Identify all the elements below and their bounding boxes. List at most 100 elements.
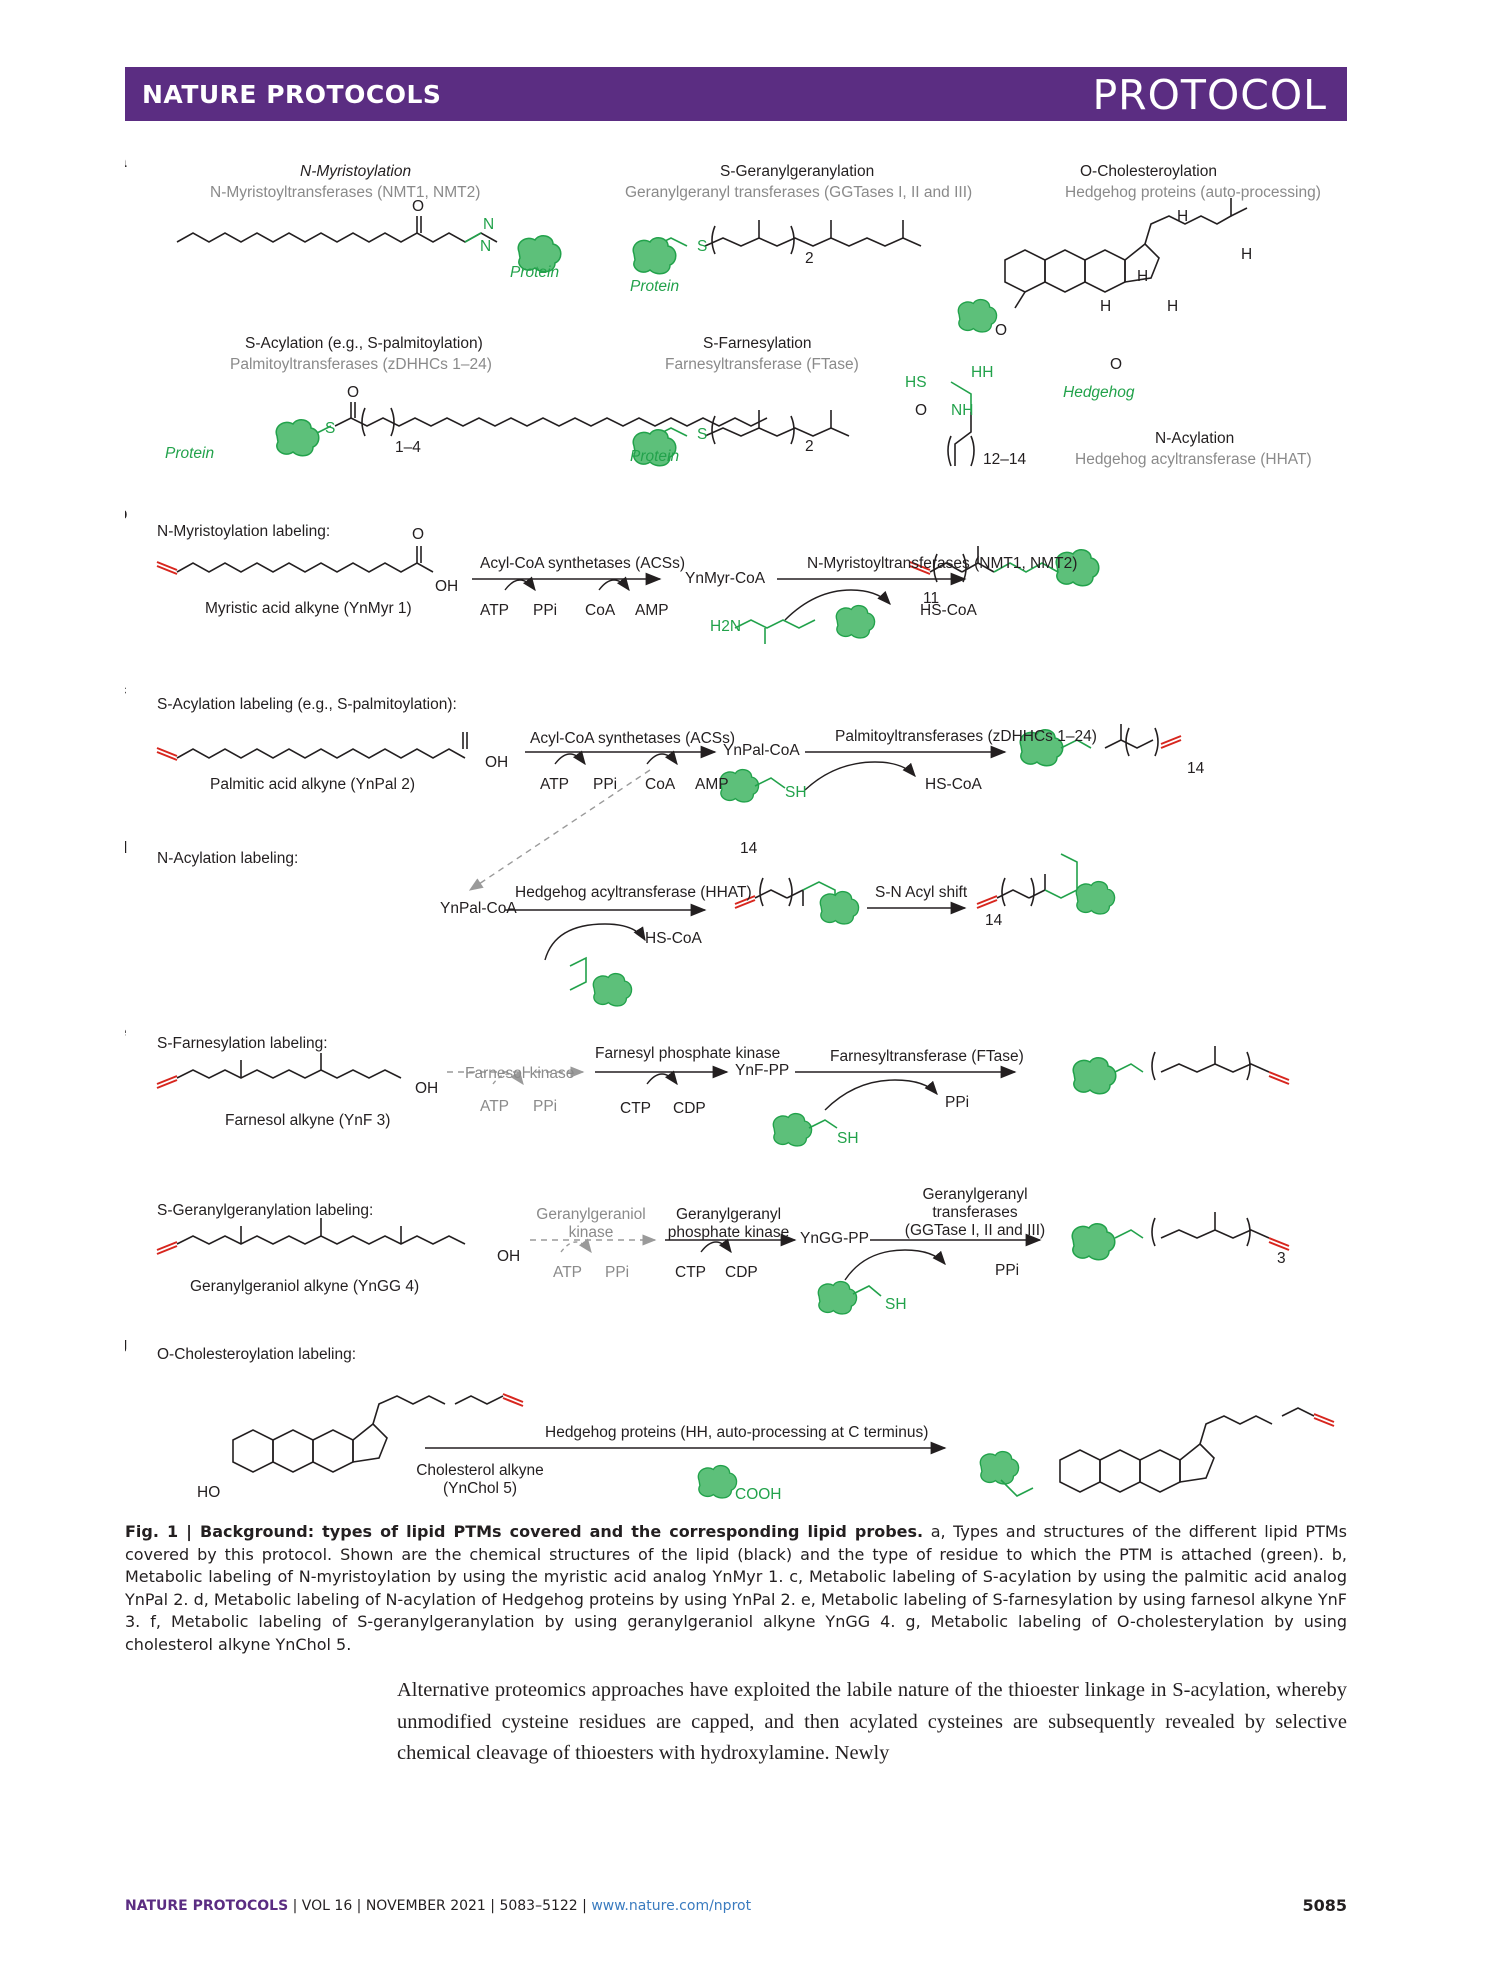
ester-o: O [995, 322, 1008, 339]
panel-c-step2: Palmitoyltransferases (zDHHCs 1–24) [835, 728, 1097, 745]
hydroxyl-oh: OH [497, 1248, 521, 1265]
panel-d-heading: N-Acylation labeling: [157, 850, 299, 867]
ggl-product [1114, 1212, 1290, 1251]
panel-b-heading: N-Myristoylation labeling: [157, 523, 331, 540]
protein-label: Protein [630, 278, 680, 295]
chol-h: H [1241, 246, 1253, 263]
ctp-label: CTP [675, 1264, 706, 1281]
hedgehog-blob-icon [957, 298, 998, 333]
ctp-label: CTP [620, 1100, 651, 1117]
yngg-structure [156, 1218, 466, 1255]
repeat-subscript: 14 [1187, 760, 1205, 777]
chol-h: H [1177, 208, 1189, 225]
panel-b-intermediate: YnMyr-CoA [685, 570, 766, 587]
panel-letter-c: c [125, 680, 126, 700]
acyl-title: S-Acylation (e.g., S-palmitoylation) [245, 335, 483, 352]
panel-d-intermediate: YnPal-CoA [440, 900, 517, 917]
farn-enzyme: Farnesyltransferase (FTase) [665, 356, 859, 373]
ppi-label: PPi [995, 1262, 1020, 1279]
hscoa-label: HS-CoA [645, 930, 702, 947]
panel-b-substrate: Myristic acid alkyne (YnMyr 1) [205, 600, 412, 617]
cdp-label: CDP [673, 1100, 706, 1117]
panel-d-shift: S-N Acyl shift [875, 884, 968, 901]
glycine-protein [734, 619, 816, 644]
hh-label: HH [971, 364, 994, 381]
cooh-label: COOH [735, 1486, 782, 1503]
amide-product [976, 853, 1078, 909]
myr-title: N-Myristoylation [300, 163, 412, 180]
panel-letter-e: e [125, 1022, 126, 1042]
sh-label: SH [837, 1130, 859, 1147]
protein-blob-icon [817, 1280, 858, 1315]
chol-h: H [1137, 268, 1149, 285]
chol-h: H [1100, 298, 1112, 315]
hydroxyl-oh: OH [435, 578, 459, 595]
panel-b-step1: Acyl-CoA synthetases (ACSs) [480, 555, 686, 572]
panel-f-intermediate: YnGG-PP [800, 1230, 869, 1247]
page-number: 5085 [1302, 1896, 1347, 1915]
chol-h: H [1167, 298, 1179, 315]
protein-blob-icon [275, 419, 320, 457]
thioester-o: O [347, 384, 360, 401]
journal-banner: NATURE PROTOCOLS PROTOCOL [125, 67, 1347, 121]
figure-caption: Fig. 1 | Background: types of lipid PTMs… [125, 1521, 1347, 1656]
hedgehog-blob-icon [1075, 880, 1116, 915]
nacyl-title: N-Acylation [1155, 430, 1235, 447]
protein-blob-icon [1072, 1057, 1117, 1095]
repeat-subscript: 12–14 [983, 451, 1027, 468]
panel-e-kinase2: Farnesyl phosphate kinase [595, 1045, 781, 1062]
panel-c-step1: Acyl-CoA synthetases (ACSs) [530, 730, 736, 747]
cdp-label: CDP [725, 1264, 758, 1281]
cysteine-hh [569, 956, 587, 991]
carbonyl-o: O [412, 198, 425, 215]
hscoa-label: HS-CoA [925, 776, 982, 793]
protein-blob-icon [1071, 1223, 1116, 1261]
caption-text: a, Types and structures of the different… [125, 1522, 1347, 1654]
acyl-enzyme: Palmitoyltransferases (zDHHCs 1–24) [230, 356, 492, 373]
amp-label: AMP [695, 776, 729, 793]
panel-letter-b: b [125, 504, 127, 524]
h2n-label: H2N [710, 618, 742, 635]
repeat-subscript: 14 [740, 840, 758, 857]
footer-journal: NATURE PROTOCOLS [125, 1898, 289, 1914]
figure-1: a b c d e f g N-Myristoylation N-Myristo… [125, 150, 1347, 1510]
palmitoylated-product [1060, 724, 1182, 757]
repeat-subscript: 11 [923, 590, 940, 607]
protein-blob-icon [835, 604, 876, 639]
ynpal-structure [156, 732, 468, 761]
chol-enzyme: Hedgehog proteins (auto-processing) [1065, 184, 1321, 201]
journal-name: NATURE PROTOCOLS [142, 80, 442, 109]
repeat-subscript: 1–4 [395, 439, 421, 456]
panel-e-heading: S-Farnesylation labeling: [157, 1035, 328, 1052]
ester-o: O [1110, 356, 1123, 373]
atp-label: ATP [480, 1098, 509, 1115]
footer-citation: NATURE PROTOCOLS | VOL 16 | NOVEMBER 202… [125, 1898, 751, 1914]
hedgehog-blob-icon [979, 1450, 1020, 1485]
footer-url[interactable]: www.nature.com/nprot [591, 1898, 752, 1914]
footer-volume: | VOL 16 | NOVEMBER 2021 | 5083–5122 | [288, 1898, 592, 1914]
ynmyr-structure [156, 546, 434, 575]
ggl-enzyme: Geranylgeranyl transferases (GGTases I, … [625, 184, 973, 201]
panel-d-step: Hedgehog acyltransferase (HHAT) [515, 884, 752, 901]
hedgehog-label: Hedgehog [1063, 384, 1135, 401]
panel-e-transferase: Farnesyltransferase (FTase) [830, 1048, 1024, 1065]
sh-label: SH [885, 1296, 907, 1313]
carbonyl-o: O [412, 526, 425, 543]
panel-c-substrate: Palmitic acid alkyne (YnPal 2) [210, 776, 416, 793]
ppi-label: PPi [945, 1094, 970, 1111]
repeat-subscript: 2 [805, 250, 814, 267]
n-acyl-structure [947, 381, 975, 467]
panel-f-transferase: Geranylgeranyl transferases (GGTase I, I… [904, 1186, 1046, 1239]
ppi-label: PPi [593, 776, 618, 793]
hedgehog-blob-icon [819, 890, 860, 925]
ggl-title: S-Geranylgeranylation [720, 163, 875, 180]
ppi-label: PPi [533, 1098, 558, 1115]
panel-c-intermediate: YnPal-CoA [723, 742, 800, 759]
ho-label: HO [197, 1484, 221, 1501]
panel-c-heading: S-Acylation labeling (e.g., S-palmitoyla… [157, 696, 457, 713]
ppi-label: PPi [533, 602, 558, 619]
hedgehog-blob-icon [592, 972, 633, 1007]
amp-label: AMP [635, 602, 669, 619]
hydroxyl-oh: OH [485, 754, 509, 771]
myr-enzyme: N-Myristoyltransferases (NMT1, NMT2) [210, 184, 481, 201]
